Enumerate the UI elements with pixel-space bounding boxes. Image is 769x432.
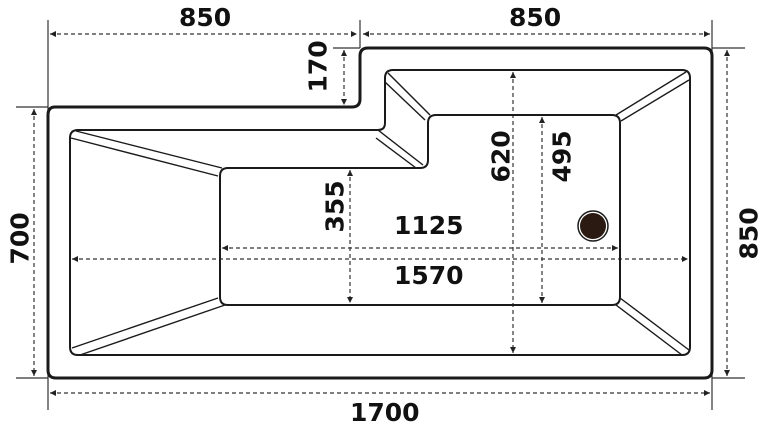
dim-step-height: 170 (303, 40, 333, 93)
dim-inner-width: 620 (486, 130, 516, 183)
dimension-lines (33, 33, 728, 394)
dim-right-height: 850 (734, 207, 764, 260)
dim-left-height: 700 (5, 212, 35, 265)
dim-floor-length: 1125 (394, 211, 464, 240)
dim-floor-left-width: 355 (320, 180, 350, 233)
outer-rim (46, 46, 714, 380)
dim-top-right-width: 850 (509, 3, 562, 32)
dim-inner-length: 1570 (394, 261, 464, 290)
extension-lines (16, 20, 745, 410)
arrowheads (31, 31, 730, 396)
inner-basin (69, 69, 691, 356)
basin-floor (219, 114, 621, 306)
dim-total-length: 1700 (350, 398, 420, 427)
drain-plug (577, 210, 609, 242)
dim-top-left-width: 850 (179, 3, 232, 32)
bevel-edges (70, 71, 690, 356)
dim-floor-width: 495 (547, 130, 577, 183)
